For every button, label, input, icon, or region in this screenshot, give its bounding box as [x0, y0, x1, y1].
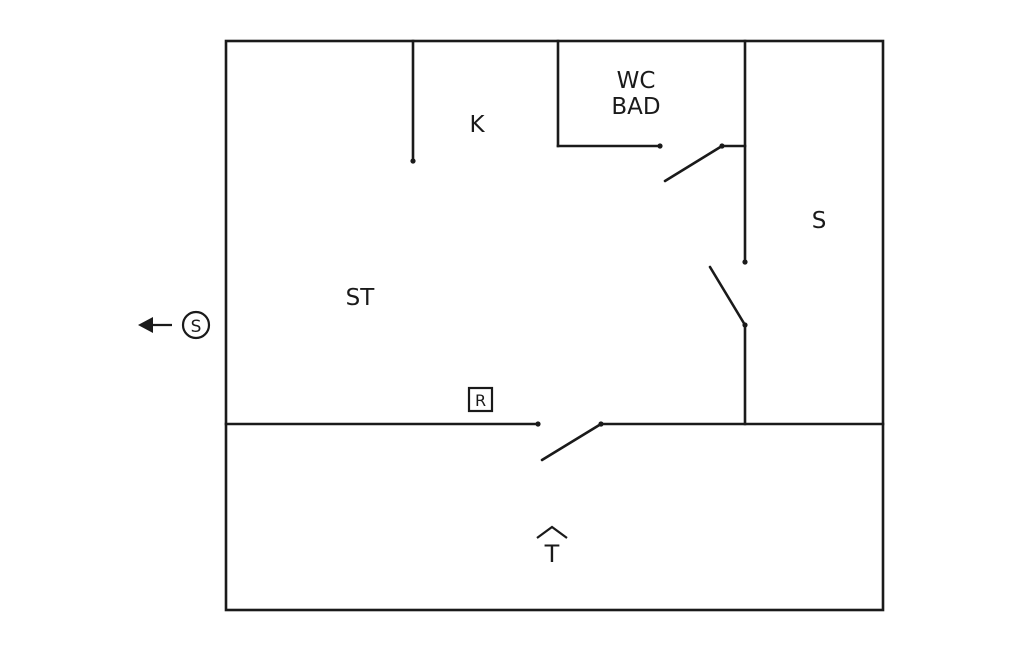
exit-arrow-icon	[138, 317, 172, 333]
hinge-dot	[410, 158, 416, 164]
stairs-circle-symbol: S	[181, 310, 211, 340]
svg-text:T: T	[544, 540, 560, 568]
hinge-dot	[535, 421, 541, 427]
outer-wall	[224, 39, 885, 612]
hall-door[interactable]	[540, 422, 603, 462]
entrance-t-symbol: T	[536, 525, 568, 568]
wc-label-line1: WC	[617, 68, 656, 94]
bedroom-label: S	[812, 208, 827, 234]
wc-door[interactable]	[663, 144, 724, 183]
bedroom-door[interactable]	[708, 265, 747, 327]
kitchen-label: K	[469, 112, 485, 138]
wc-label-line2: BAD	[611, 94, 660, 120]
hinge-dot	[719, 143, 725, 149]
hinge-dot	[598, 421, 604, 427]
svg-text:R: R	[475, 391, 486, 410]
svg-text:S: S	[191, 317, 202, 337]
hinge-dot	[742, 322, 748, 328]
living-room-label: ST	[346, 285, 376, 311]
hinge-dot	[742, 259, 748, 265]
r-box-symbol: R	[467, 386, 494, 413]
hinge-dot	[657, 143, 663, 149]
